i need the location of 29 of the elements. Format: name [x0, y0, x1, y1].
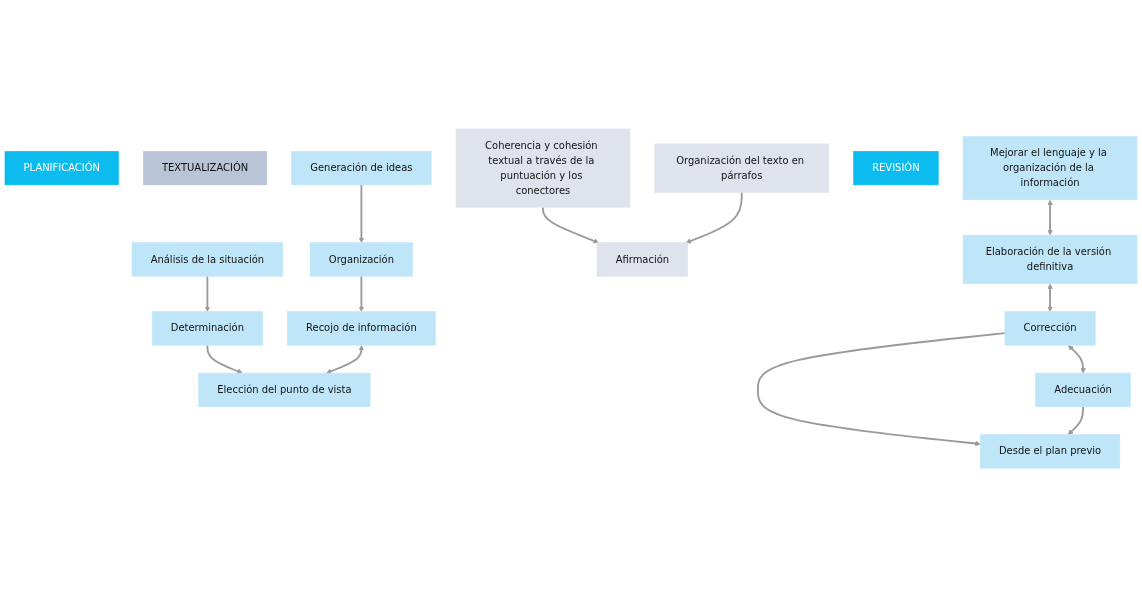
node-box: Coherencia y cohesión textual a través de la puntuación y los conectores [455, 129, 631, 208]
node-box: Recojo de información [287, 311, 436, 346]
arrow [326, 345, 365, 375]
arrow [358, 275, 365, 313]
node-box: Afirmación [596, 242, 688, 277]
node-box: Adecuación [1035, 373, 1131, 408]
node-box: Mejorar el lenguaje y la organización de la información [962, 136, 1138, 201]
node-box: Elección del punto de vista [198, 373, 371, 408]
node-box: Organización [309, 242, 413, 277]
arrow [1068, 345, 1086, 374]
node-box: Organización del texto en párrafos [654, 144, 829, 194]
arrow [1047, 284, 1053, 313]
node-box: Desde el plan previo [980, 434, 1121, 469]
arrow [358, 184, 365, 244]
node-box: PLANIFICACIÓN [4, 151, 119, 186]
arrow [1067, 406, 1084, 436]
node-box: Elaboración de la versión definitiva [962, 235, 1138, 285]
arrow [206, 344, 243, 375]
arrow [204, 275, 211, 313]
node-box: Análisis de la situación [131, 242, 284, 277]
node-box: REVISIÓN [853, 151, 939, 186]
node-box: Generación de ideas [291, 151, 432, 186]
node-box: Determinación [151, 311, 263, 346]
arrow [1047, 200, 1053, 236]
arrow [685, 191, 743, 244]
node-box: TEXTUALIZACIÓN [143, 151, 268, 186]
arrow [756, 332, 1006, 447]
node-box: Corrección [1004, 311, 1096, 346]
arrow [542, 206, 599, 244]
